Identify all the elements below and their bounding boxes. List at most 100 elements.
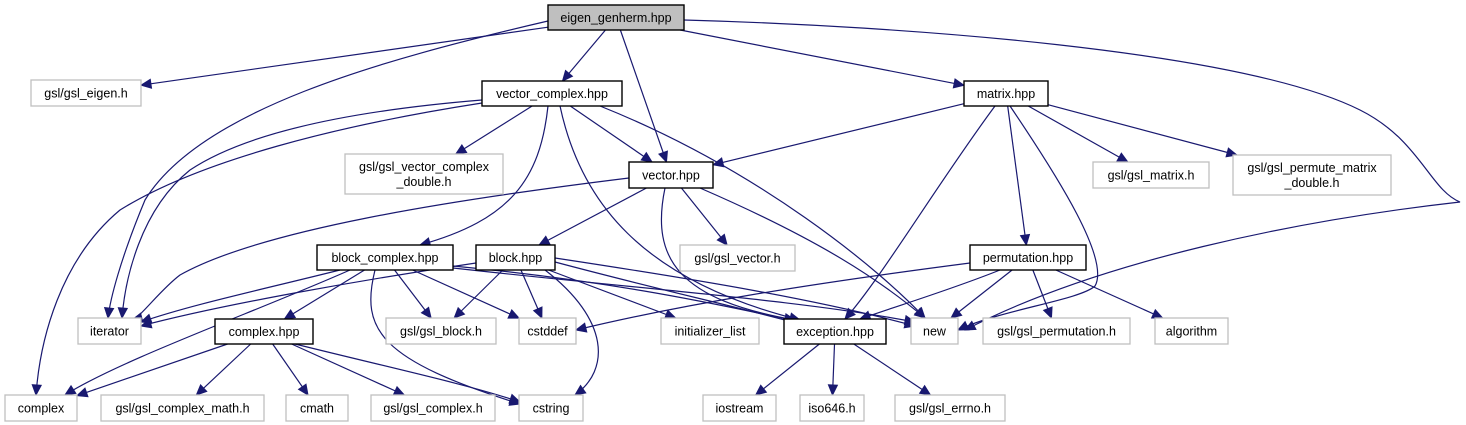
edge-line xyxy=(452,265,801,323)
node-block[interactable]: block.hpp xyxy=(475,244,556,271)
node-box xyxy=(385,317,497,345)
node-gsl-block: gsl/gsl_block.h xyxy=(385,317,497,345)
edge-line xyxy=(957,105,1099,331)
node-box[interactable] xyxy=(969,244,1087,271)
node-label: gsl/gsl_vector_complex xyxy=(359,160,490,174)
arrowhead-icon xyxy=(31,384,43,397)
node-vector[interactable]: vector.hpp xyxy=(628,161,714,189)
node-complex: complex xyxy=(4,394,78,422)
node-gsl-complex-math: gsl/gsl_complex_math.h xyxy=(100,394,265,422)
edge-line xyxy=(453,269,504,319)
arrowhead-icon xyxy=(507,308,521,319)
edge-line xyxy=(559,105,801,321)
node-box[interactable] xyxy=(963,80,1049,107)
node-box[interactable] xyxy=(783,318,887,345)
node-label: cmath xyxy=(300,402,334,416)
edge-line xyxy=(569,105,653,163)
edge-permutation-to-gsl_permutation xyxy=(1032,269,1053,320)
node-complex-hpp[interactable]: complex.hpp xyxy=(214,318,314,345)
edge-line xyxy=(554,257,916,327)
edge-line xyxy=(76,343,228,397)
edge-block_complex-to-complex xyxy=(63,269,351,396)
edge-line xyxy=(562,29,606,82)
node-box xyxy=(370,394,496,422)
node-box xyxy=(30,79,142,107)
node-label: gsl/gsl_permutation.h xyxy=(997,325,1116,339)
edge-permutation-to-exception xyxy=(858,269,1001,321)
node-label: eigen_genherm.hpp xyxy=(560,11,671,25)
edge-line xyxy=(619,29,668,163)
edge-line xyxy=(455,105,533,155)
edge-line xyxy=(712,103,965,166)
arrowhead-icon xyxy=(139,318,153,329)
edge-exception-to-iostream xyxy=(754,343,820,396)
arrowhead-icon xyxy=(1019,233,1031,247)
edge-block-to-cstring xyxy=(544,269,599,396)
edge-matrix-to-gsl_matrix xyxy=(1027,105,1129,163)
node-box[interactable] xyxy=(475,244,556,271)
node-box xyxy=(679,244,796,272)
edge-line xyxy=(554,261,801,325)
edge-permutation-to-algorithm xyxy=(1055,269,1164,319)
edge-complex_hpp-to-complex xyxy=(75,343,228,398)
arrowhead-icon xyxy=(754,384,768,396)
node-label: iso646.h xyxy=(808,402,855,416)
node-permutation[interactable]: permutation.hpp xyxy=(969,244,1087,271)
node-box[interactable] xyxy=(481,80,623,107)
node-gsl-matrix: gsl/gsl_matrix.h xyxy=(1092,161,1210,189)
node-box xyxy=(982,317,1131,345)
node-vector-complex[interactable]: vector_complex.hpp xyxy=(481,80,623,107)
edge-eigen_genherm-to-matrix xyxy=(680,29,966,89)
edge-complex_hpp-to-cstring xyxy=(294,343,522,404)
node-gsl-permute-matrix-double: gsl/gsl_permute_matrix_double.h xyxy=(1232,154,1392,196)
node-exception[interactable]: exception.hpp xyxy=(783,318,887,345)
edge-vector-to-gsl_vector xyxy=(680,187,728,246)
node-label: iostream xyxy=(716,402,764,416)
node-box xyxy=(799,394,865,422)
edge-line xyxy=(680,29,965,86)
arrowhead-icon xyxy=(913,307,926,319)
node-cstddef: cstddef xyxy=(518,317,577,345)
edge-line xyxy=(950,269,1013,319)
arrowhead-icon xyxy=(392,385,406,396)
node-box xyxy=(77,317,142,345)
edge-line xyxy=(683,19,1461,331)
node-label: block.hpp xyxy=(489,251,543,265)
node-box[interactable] xyxy=(628,161,714,189)
node-algorithm: algorithm xyxy=(1154,317,1229,345)
node-box[interactable] xyxy=(547,4,685,31)
node-new: new xyxy=(910,317,959,345)
edge-vector_complex-to-exception xyxy=(559,105,802,323)
node-box[interactable] xyxy=(214,318,314,345)
edge-line xyxy=(195,343,252,396)
node-box xyxy=(1232,154,1392,196)
arrowhead-icon xyxy=(640,151,654,163)
node-eigen-genherm[interactable]: eigen_genherm.hpp xyxy=(547,4,685,31)
node-block-complex[interactable]: block_complex.hpp xyxy=(316,244,454,271)
arrowhead-icon xyxy=(532,306,543,320)
edge-eigen_genherm-to-vector_complex xyxy=(561,29,606,82)
node-label: gsl/gsl_matrix.h xyxy=(1108,169,1195,183)
node-matrix[interactable]: matrix.hpp xyxy=(963,80,1049,107)
arrowhead-icon xyxy=(1042,306,1053,320)
edge-vector_complex-to-vector xyxy=(569,105,654,163)
node-box[interactable] xyxy=(316,244,454,271)
edge-line xyxy=(1047,104,1238,156)
edge-line xyxy=(1007,105,1027,246)
edge-line xyxy=(294,343,521,403)
edge-vector_complex-to-complex xyxy=(31,102,483,397)
edge-block_complex-to-cstddef xyxy=(412,269,521,319)
edge-complex_hpp-to-gsl_complex_math xyxy=(195,343,252,396)
arrowhead-icon xyxy=(117,307,129,320)
edge-line xyxy=(140,269,341,323)
edge-line xyxy=(599,105,926,319)
edge-matrix-to-permutation xyxy=(1007,105,1031,247)
node-label: vector.hpp xyxy=(642,169,700,183)
edge-line xyxy=(131,177,630,321)
edge-block_complex-to-gsl_block xyxy=(394,269,432,319)
arrowhead-icon xyxy=(454,143,468,155)
node-label: vector_complex.hpp xyxy=(496,87,608,101)
arrowhead-icon xyxy=(139,78,153,89)
node-label: gsl/gsl_errno.h xyxy=(909,402,991,416)
